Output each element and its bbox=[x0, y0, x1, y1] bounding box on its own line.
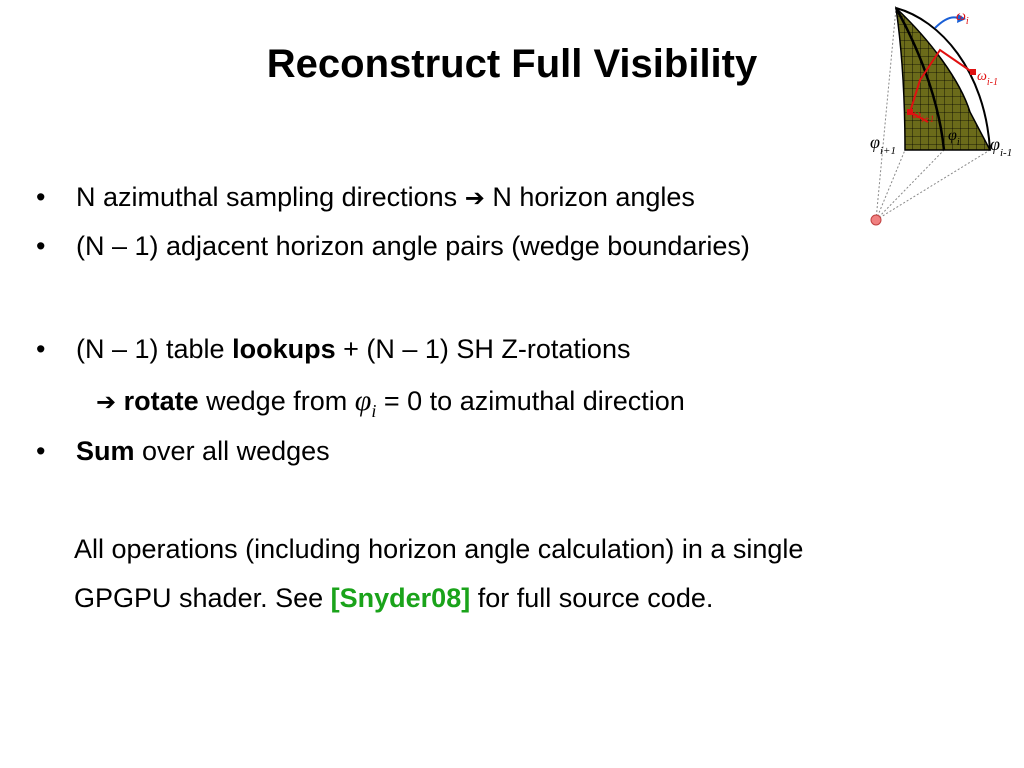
apex-point bbox=[870, 214, 882, 226]
note-text-continued: for full source code. bbox=[477, 583, 714, 613]
slide-title: Reconstruct Full Visibility bbox=[266, 42, 758, 86]
sub-bullet-text: wedge from bbox=[206, 386, 348, 416]
label-phi-i: φi bbox=[948, 127, 960, 148]
bullet-text: (N – 1) table bbox=[76, 334, 225, 364]
label-omega-i-minus-1: ωi-1 bbox=[977, 69, 998, 88]
horizon-point-marker bbox=[907, 109, 913, 115]
projection-rays bbox=[875, 7, 991, 221]
label-omega-i-plus-1: ωi+1 bbox=[912, 106, 934, 124]
bullet-marker: • bbox=[36, 231, 46, 261]
note-text: GPGPU shader. See bbox=[74, 583, 324, 613]
note-line-1: All operations (including horizon angle … bbox=[74, 534, 804, 564]
meridian-line bbox=[894, 7, 946, 151]
bullet-bold-term: lookups bbox=[232, 334, 336, 364]
bullet-marker: • bbox=[36, 334, 46, 364]
bullet-text: over all wedges bbox=[142, 436, 330, 466]
bullet-sum-wedges: • Sum over all wedges bbox=[36, 435, 330, 467]
citation-link[interactable]: [Snyder08] bbox=[330, 583, 471, 613]
direction-arrow bbox=[934, 16, 959, 29]
right-arrow-icon: ➔ bbox=[464, 184, 485, 212]
right-arrow-icon: ➔ bbox=[96, 388, 117, 416]
label-omega-i: ωi bbox=[956, 9, 969, 27]
bullet-marker: • bbox=[36, 436, 46, 466]
bullet-text: N azimuthal sampling directions bbox=[76, 182, 458, 212]
bullet-table-lookups: • (N – 1) table lookups + (N – 1) SH Z-ro… bbox=[36, 333, 630, 365]
bullet-marker: • bbox=[36, 182, 46, 212]
note-line-2: GPGPU shader. See [Snyder08] for full so… bbox=[74, 582, 713, 614]
sub-bullet-text-continued: = 0 to azimuthal direction bbox=[383, 386, 685, 416]
horizon-point-marker bbox=[970, 69, 976, 75]
bullet-bold-term: Sum bbox=[76, 436, 135, 466]
sub-bullet-rotate: ➔ rotate wedge from φi = 0 to azimuthal … bbox=[96, 385, 685, 427]
bullet-sampling-directions: • N azimuthal sampling directions ➔ N hor… bbox=[36, 181, 695, 214]
arrowhead bbox=[957, 14, 966, 23]
bullet-text-continued: N horizon angles bbox=[492, 182, 695, 212]
bullet-angle-pairs: • (N – 1) adjacent horizon angle pairs (w… bbox=[36, 230, 750, 262]
label-phi-i-minus-1: φi-1 bbox=[990, 134, 1012, 159]
phi-symbol: φi bbox=[354, 384, 377, 422]
hemisphere-outline bbox=[895, 7, 991, 151]
label-phi-i-plus-1: φi+1 bbox=[870, 132, 896, 157]
bullet-text: (N – 1) adjacent horizon angle pairs (we… bbox=[76, 231, 750, 261]
bullet-text-continued: + (N – 1) SH Z-rotations bbox=[343, 334, 631, 364]
sub-bullet-bold-term: rotate bbox=[123, 386, 199, 416]
visibility-wedge bbox=[894, 5, 992, 151]
hemisphere-wedge-diagram: ωi ωi-1 ωi+1 φi+1 φi φi-1 bbox=[870, 5, 1012, 226]
